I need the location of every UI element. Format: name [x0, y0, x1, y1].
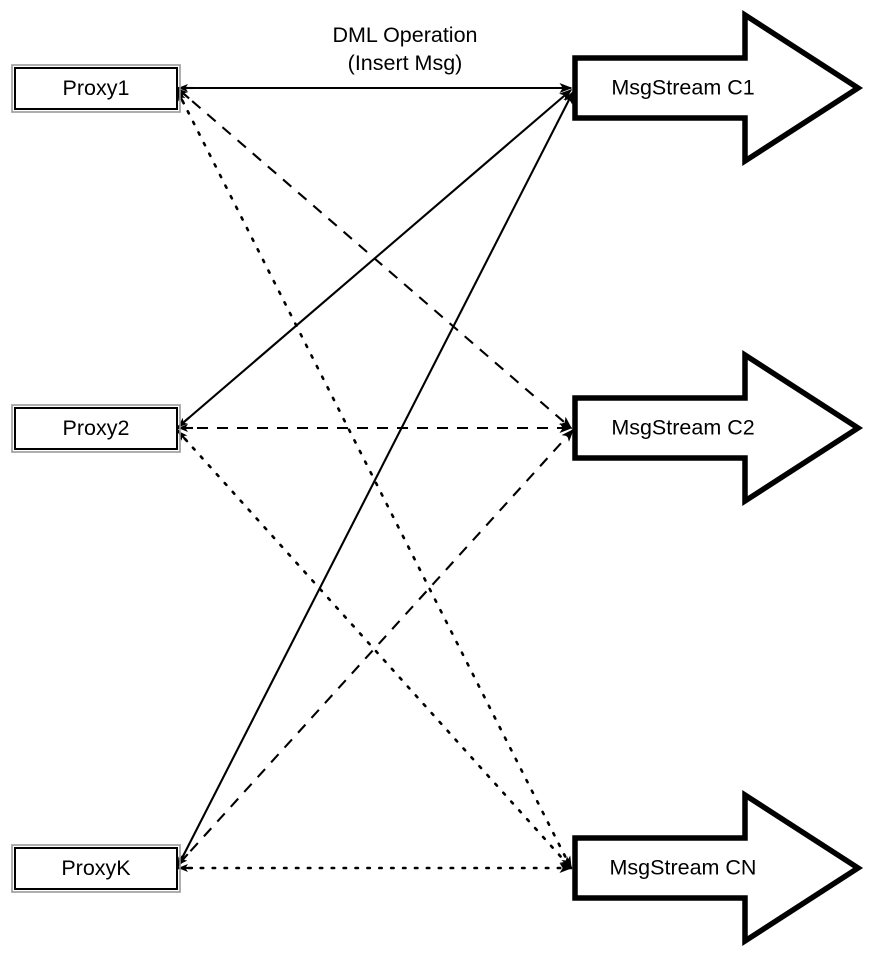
msgstream-label: MsgStream C2: [611, 416, 754, 440]
link-line-dotted: [175, 88, 573, 870]
msgstream-label: MsgStream C1: [611, 76, 754, 100]
msgstream-arrow-shape: [572, 9, 864, 167]
msgstream-c1[interactable]: MsgStream C1: [572, 9, 864, 167]
msgstream-arrow-shape: [572, 349, 864, 507]
link-line-dotted: [175, 428, 573, 870]
link-line-dashed: [176, 428, 575, 867]
msgstream-nodes: MsgStream C1 MsgStream C2 MsgStream CN: [572, 9, 864, 947]
msgstream-cn[interactable]: MsgStream CN: [572, 789, 864, 947]
msgstream-label: MsgStream CN: [610, 856, 757, 880]
proxy-proxy1[interactable]: Proxy1: [11, 64, 181, 113]
link-tail-marker: [176, 90, 186, 105]
proxy-box-rect: [14, 67, 178, 110]
proxy-box-rect: [14, 407, 178, 450]
connection-links: [175, 83, 575, 873]
link-line-solid: [176, 90, 574, 869]
proxy-label: Proxy1: [63, 76, 130, 100]
proxy-label: ProxyK: [61, 856, 131, 880]
proxy-proxy2[interactable]: Proxy2: [11, 404, 181, 453]
proxy-box-outer-border: [11, 64, 181, 113]
proxy-box-outer-border: [11, 844, 181, 893]
link-p1-cn: [175, 88, 573, 870]
proxy-box-outer-border: [11, 404, 181, 453]
proxy-label: Proxy2: [63, 416, 130, 440]
edge-caption: DML Operation (Insert Msg): [333, 23, 478, 75]
link-pk-c2: [176, 428, 575, 867]
link-line-solid: [176, 89, 573, 429]
msgstream-arrow-shape: [572, 789, 864, 947]
proxy-proxyK[interactable]: ProxyK: [11, 844, 181, 893]
proxy-box-rect: [14, 847, 178, 890]
edge-caption-line2: (Insert Msg): [348, 51, 463, 75]
msgstream-c2[interactable]: MsgStream C2: [572, 349, 864, 507]
edge-caption-line1: DML Operation: [333, 23, 478, 47]
